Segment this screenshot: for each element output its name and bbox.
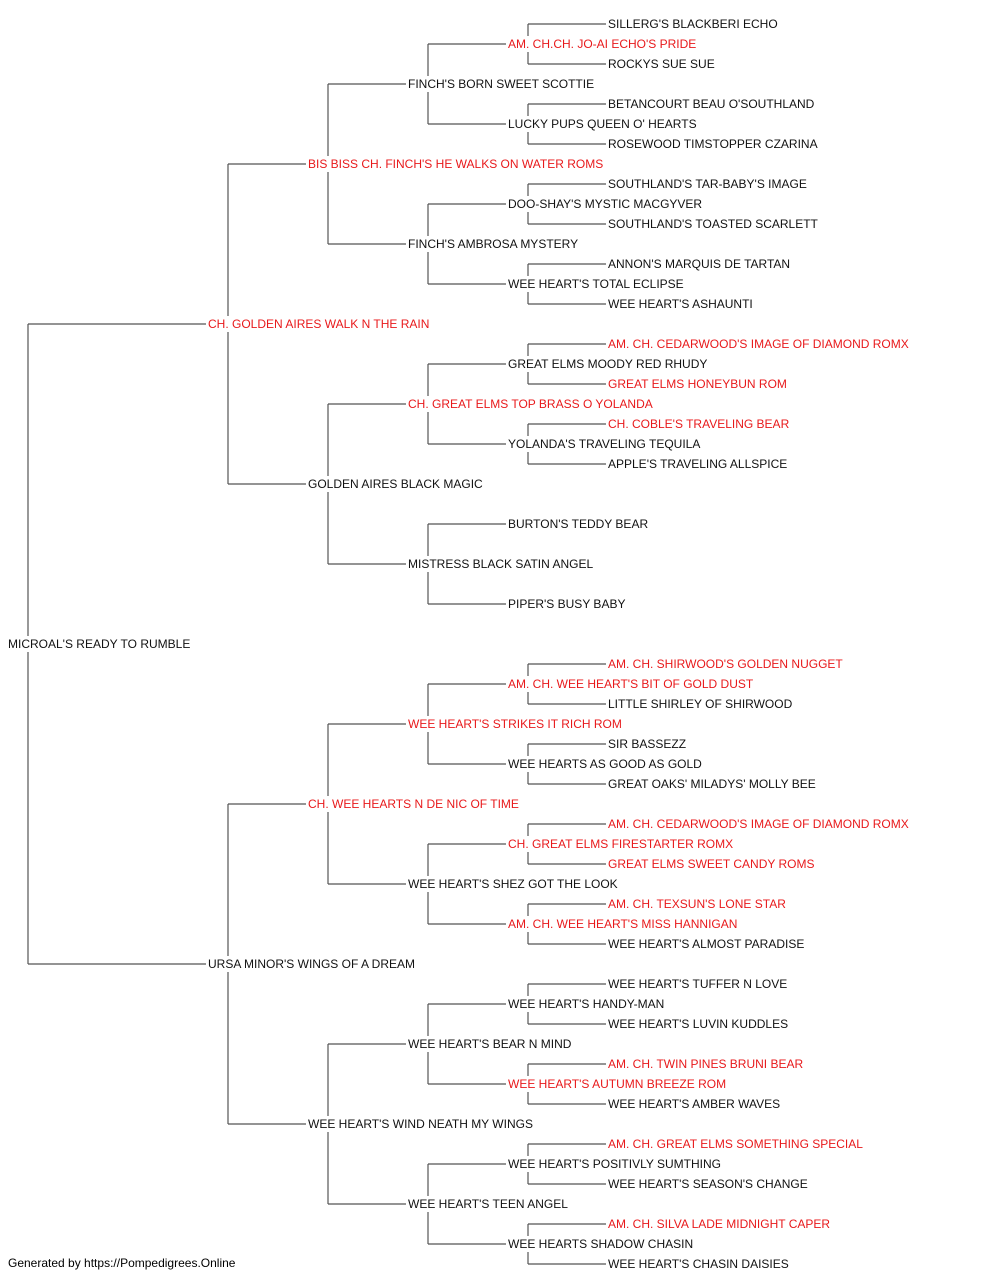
dog-name-southland-s-toasted-scarlett: SOUTHLAND'S TOASTED SCARLETT: [608, 217, 819, 231]
dog-name-lucky-pups-queen-o-hearts: LUCKY PUPS QUEEN O' HEARTS: [508, 117, 697, 131]
dog-name-wee-heart-s-season-s-change: WEE HEART'S SEASON'S CHANGE: [608, 1177, 808, 1191]
dog-name-yolanda-s-traveling-tequila: YOLANDA'S TRAVELING TEQUILA: [508, 437, 700, 451]
dog-name-wee-heart-s-almost-paradise: WEE HEART'S ALMOST PARADISE: [608, 937, 804, 951]
dog-name-doo-shay-s-mystic-macgyver: DOO-SHAY'S MYSTIC MACGYVER: [508, 197, 702, 211]
dog-name-wee-heart-s-teen-angel: WEE HEART'S TEEN ANGEL: [408, 1197, 568, 1211]
dog-name-am-ch-twin-pines-bruni-bear: AM. CH. TWIN PINES BRUNI BEAR: [608, 1057, 803, 1071]
pedigree-connectors: [27, 23, 606, 1265]
dog-name-great-elms-honeybun-rom: GREAT ELMS HONEYBUN ROM: [608, 377, 787, 391]
dog-name-ch-coble-s-traveling-bear: CH. COBLE'S TRAVELING BEAR: [608, 417, 790, 431]
dog-name-wee-heart-s-luvin-kuddles: WEE HEART'S LUVIN KUDDLES: [608, 1017, 788, 1031]
dog-name-am-ch-ch-jo-ai-echo-s-pride: AM. CH.CH. JO-AI ECHO'S PRIDE: [508, 37, 696, 51]
dog-name-southland-s-tar-baby-s-image: SOUTHLAND'S TAR-BABY'S IMAGE: [608, 177, 807, 191]
dog-name-apple-s-traveling-allspice: APPLE'S TRAVELING ALLSPICE: [608, 457, 787, 471]
dog-name-ch-great-elms-firestarter-romx: CH. GREAT ELMS FIRESTARTER ROMX: [508, 837, 733, 851]
dog-name-little-shirley-of-shirwood: LITTLE SHIRLEY OF SHIRWOOD: [608, 697, 793, 711]
dog-name-rockys-sue-sue: ROCKYS SUE SUE: [608, 57, 715, 71]
dog-name-microal-s-ready-to-rumble: MICROAL'S READY TO RUMBLE: [8, 637, 190, 651]
dog-name-golden-aires-black-magic: GOLDEN AIRES BLACK MAGIC: [308, 477, 483, 491]
generated-by-footer: Generated by https://Pompedigrees.Online: [8, 1256, 236, 1270]
dog-name-great-oaks-miladys-molly-bee: GREAT OAKS' MILADYS' MOLLY BEE: [608, 777, 816, 791]
dog-name-great-elms-moody-red-rhudy: GREAT ELMS MOODY RED RHUDY: [508, 357, 707, 371]
dog-name-wee-heart-s-amber-waves: WEE HEART'S AMBER WAVES: [608, 1097, 780, 1111]
dog-name-betancourt-beau-o-southland: BETANCOURT BEAU O'SOUTHLAND: [608, 97, 815, 111]
dog-name-wee-heart-s-shez-got-the-look: WEE HEART'S SHEZ GOT THE LOOK: [408, 877, 618, 891]
dog-name-wee-heart-s-chasin-daisies: WEE HEART'S CHASIN DAISIES: [608, 1257, 789, 1271]
dog-name-wee-heart-s-handy-man: WEE HEART'S HANDY-MAN: [508, 997, 664, 1011]
dog-name-finch-s-ambrosa-mystery: FINCH'S AMBROSA MYSTERY: [408, 237, 578, 251]
dog-name-wee-heart-s-total-eclipse: WEE HEART'S TOTAL ECLIPSE: [508, 277, 684, 291]
dog-name-wee-hearts-shadow-chasin: WEE HEARTS SHADOW CHASIN: [508, 1237, 693, 1251]
dog-name-am-ch-silva-lade-midnight-caper: AM. CH. SILVA LADE MIDNIGHT CAPER: [608, 1217, 830, 1231]
dog-name-am-ch-wee-heart-s-miss-hannigan: AM. CH. WEE HEART'S MISS HANNIGAN: [508, 917, 737, 931]
dog-name-wee-heart-s-strikes-it-rich-rom: WEE HEART'S STRIKES IT RICH ROM: [408, 717, 622, 731]
dog-name-annon-s-marquis-de-tartan: ANNON'S MARQUIS DE TARTAN: [608, 257, 790, 271]
dog-name-wee-heart-s-tuffer-n-love: WEE HEART'S TUFFER N LOVE: [608, 977, 787, 991]
dog-name-wee-heart-s-ashaunti: WEE HEART'S ASHAUNTI: [608, 297, 753, 311]
dog-name-wee-heart-s-autumn-breeze-rom: WEE HEART'S AUTUMN BREEZE ROM: [508, 1077, 726, 1091]
dog-name-rosewood-timstopper-czarina: ROSEWOOD TIMSTOPPER CZARINA: [608, 137, 818, 151]
dog-name-wee-heart-s-positivly-sumthing: WEE HEART'S POSITIVLY SUMTHING: [508, 1157, 721, 1171]
dog-name-ch-golden-aires-walk-n-the-rain: CH. GOLDEN AIRES WALK N THE RAIN: [208, 317, 429, 331]
dog-name-mistress-black-satin-angel: MISTRESS BLACK SATIN ANGEL: [408, 557, 593, 571]
dog-name-am-ch-texsun-s-lone-star: AM. CH. TEXSUN'S LONE STAR: [608, 897, 786, 911]
dog-name-wee-heart-s-bear-n-mind: WEE HEART'S BEAR N MIND: [408, 1037, 572, 1051]
dog-name-ursa-minor-s-wings-of-a-dream: URSA MINOR'S WINGS OF A DREAM: [208, 957, 415, 971]
dog-name-finch-s-born-sweet-scottie: FINCH'S BORN SWEET SCOTTIE: [408, 77, 594, 91]
dog-name-ch-wee-hearts-n-de-nic-of-time: CH. WEE HEARTS N DE NIC OF TIME: [308, 797, 519, 811]
dog-name-bis-biss-ch-finch-s-he-walks-on-water-roms: BIS BISS CH. FINCH'S HE WALKS ON WATER R…: [308, 157, 603, 171]
dog-name-am-ch-wee-heart-s-bit-of-gold-dust: AM. CH. WEE HEART'S BIT OF GOLD DUST: [508, 677, 754, 691]
dog-name-wee-hearts-as-good-as-gold: WEE HEARTS AS GOOD AS GOLD: [508, 757, 702, 771]
dog-name-sillerg-s-blackberi-echo: SILLERG'S BLACKBERI ECHO: [608, 17, 778, 31]
dog-name-piper-s-busy-baby: PIPER'S BUSY BABY: [508, 597, 625, 611]
pedigree-names: MICROAL'S READY TO RUMBLE CH. GOLDEN AIRE…: [8, 17, 909, 1271]
dog-name-am-ch-great-elms-something-special: AM. CH. GREAT ELMS SOMETHING SPECIAL: [608, 1137, 863, 1151]
dog-name-am-ch-cedarwood-s-image-of-diamond-romx: AM. CH. CEDARWOOD'S IMAGE OF DIAMOND ROM…: [608, 817, 909, 831]
dog-name-burton-s-teddy-bear: BURTON'S TEDDY BEAR: [508, 517, 648, 531]
dog-name-ch-great-elms-top-brass-o-yolanda: CH. GREAT ELMS TOP BRASS O YOLANDA: [408, 397, 653, 411]
dog-name-great-elms-sweet-candy-roms: GREAT ELMS SWEET CANDY ROMS: [608, 857, 814, 871]
dog-name-sir-bassezz: SIR BASSEZZ: [608, 737, 686, 751]
dog-name-am-ch-shirwood-s-golden-nugget: AM. CH. SHIRWOOD'S GOLDEN NUGGET: [608, 657, 843, 671]
dog-name-am-ch-cedarwood-s-image-of-diamond-romx: AM. CH. CEDARWOOD'S IMAGE OF DIAMOND ROM…: [608, 337, 909, 351]
dog-name-wee-heart-s-wind-neath-my-wings: WEE HEART'S WIND NEATH MY WINGS: [308, 1117, 533, 1131]
